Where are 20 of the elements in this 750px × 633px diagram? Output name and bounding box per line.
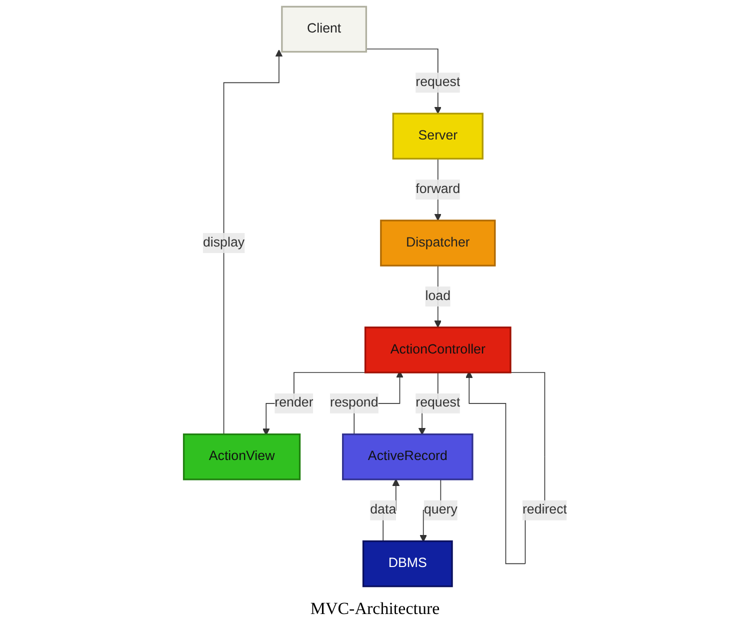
edge-label: request [415, 396, 460, 410]
node-box: ActionView [182, 433, 300, 480]
edge-label: load [424, 288, 450, 304]
edge-label: redirect [522, 502, 567, 517]
edge-label: respond [330, 396, 378, 410]
node-box: Client [280, 6, 367, 53]
edge-label: display [202, 236, 244, 250]
edge-label: request [415, 75, 460, 90]
node-box: Dispatcher [380, 220, 496, 266]
edge-label: data [370, 502, 396, 517]
edge-label: query [424, 502, 457, 517]
arrow [222, 50, 282, 435]
arrow [262, 372, 378, 436]
node-box: Server [392, 112, 484, 160]
node-box: ActiveRecord [342, 433, 473, 480]
node-box: DBMS [362, 540, 452, 588]
node-box: ActionController [364, 326, 511, 374]
edge-label: forward [415, 182, 460, 196]
edge-label: render [274, 396, 313, 410]
caption: MVC-Architecture [310, 599, 440, 619]
